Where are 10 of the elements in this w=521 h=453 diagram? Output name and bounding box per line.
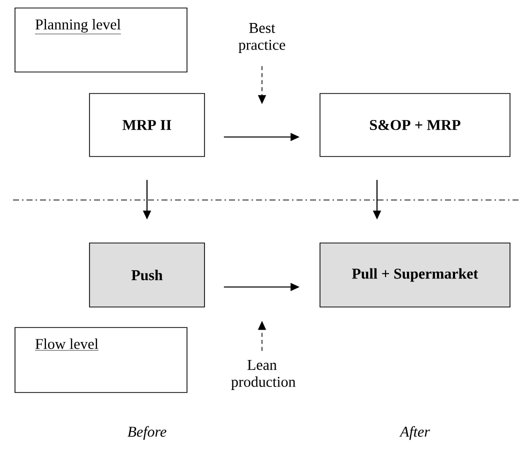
column-label: After xyxy=(399,426,430,440)
column-label: Before xyxy=(128,426,166,440)
annotation-text: Best practice xyxy=(238,23,286,53)
shaded-box: Push xyxy=(89,242,205,308)
annotation-text: Lean production xyxy=(231,360,296,390)
process-box: S&OP + MRP xyxy=(320,93,510,157)
level-box: Flow level xyxy=(14,327,188,393)
process-box: MRP II xyxy=(89,93,205,157)
level-box: Planning level xyxy=(14,8,188,72)
shaded-box: Pull + Supermarket xyxy=(320,242,510,308)
